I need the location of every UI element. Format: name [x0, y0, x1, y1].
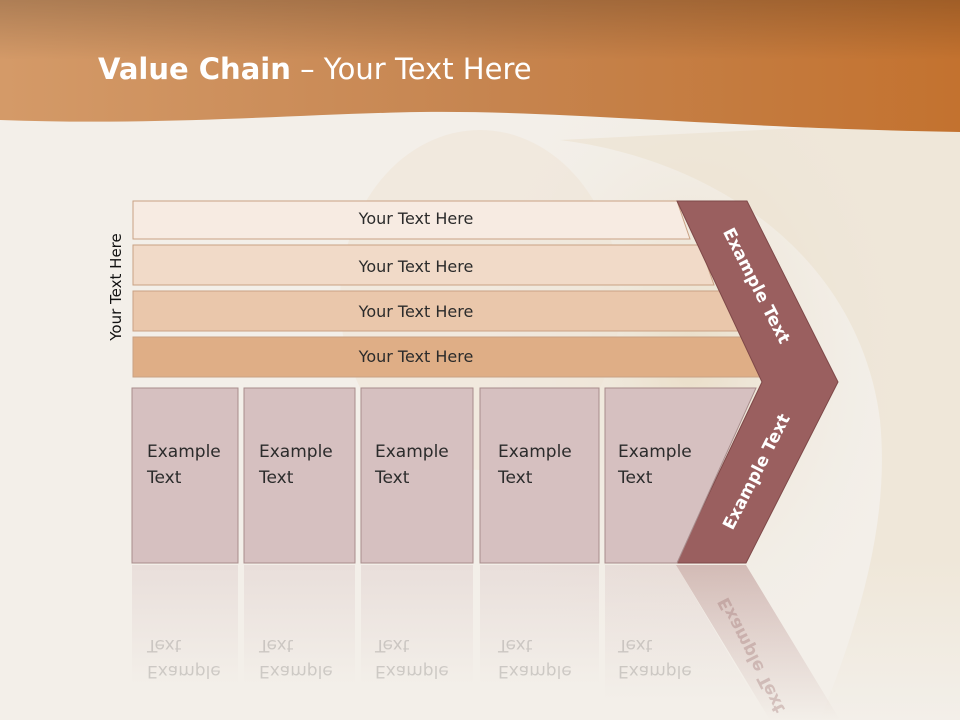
box-5-line2: Text	[618, 468, 653, 488]
box-3-label-reflection: Example Text	[375, 632, 475, 684]
title-bold: Value Chain	[98, 52, 291, 86]
box-3-line2: Text	[375, 468, 410, 488]
row-1-label: Your Text Here	[358, 209, 474, 228]
box-1-refl-line1: Example	[147, 661, 221, 681]
box-5-refl-line1: Example	[618, 661, 692, 681]
box-1-line2: Text	[147, 468, 182, 488]
box-3-shape	[360, 387, 474, 564]
row-2-shape	[132, 244, 715, 286]
box-reflection	[132, 565, 238, 685]
box-reflection	[361, 565, 473, 685]
box-reflection	[605, 565, 756, 700]
box-2-refl-line2: Text	[259, 635, 294, 655]
row-1-shape	[132, 200, 691, 240]
box-4-refl-line2: Text	[498, 635, 533, 655]
box-1-refl-line2: Text	[147, 635, 182, 655]
box-4-shape	[479, 387, 600, 564]
box-5-label-reflection: Example Text	[618, 632, 718, 684]
boxes-reflection	[132, 565, 840, 720]
box-4-label-reflection: Example Text	[498, 632, 598, 684]
box-2-line1: Example	[259, 442, 333, 462]
box-4-line2: Text	[498, 468, 533, 488]
box-1-shape	[131, 387, 239, 564]
box-2-label-reflection: Example Text	[259, 632, 359, 684]
hair-right-shape	[560, 120, 960, 720]
box-reflection	[480, 565, 599, 685]
box-4-refl-line1: Example	[498, 661, 572, 681]
box-5-line1: Example	[618, 442, 692, 462]
title-rest: – Your Text Here	[290, 52, 532, 86]
box-2-shape	[243, 387, 356, 564]
box-1-line1: Example	[147, 442, 221, 462]
box-2-refl-line1: Example	[259, 661, 333, 681]
box-3-line1: Example	[375, 442, 449, 462]
box-4-line1: Example	[498, 442, 572, 462]
slide-title: Value Chain – Your Text Here	[98, 52, 532, 86]
row-3-label: Your Text Here	[358, 302, 474, 321]
box-5-refl-line2: Text	[618, 635, 653, 655]
box-3-refl-line1: Example	[375, 661, 449, 681]
box-reflection	[244, 565, 355, 685]
box-5-shape	[604, 387, 757, 564]
row-4-label: Your Text Here	[358, 347, 474, 366]
box-1-label-reflection: Example Text	[147, 632, 247, 684]
row-2-label: Your Text Here	[358, 257, 474, 276]
box-3-refl-line2: Text	[375, 635, 410, 655]
chevron-reflection	[676, 565, 840, 720]
box-2-line2: Text	[259, 468, 294, 488]
chevron-shape	[675, 200, 839, 564]
